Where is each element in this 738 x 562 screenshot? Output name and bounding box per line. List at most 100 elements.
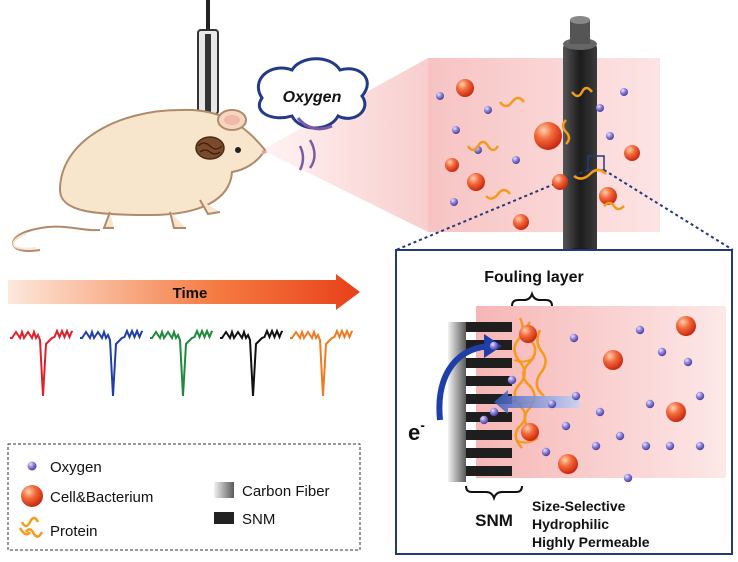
cell-sphere (445, 158, 459, 172)
cell-sphere (599, 187, 617, 205)
snm-bar (466, 358, 512, 368)
oxygen-dot (657, 347, 667, 357)
oxygen-dot (452, 126, 460, 134)
cell-sphere (456, 79, 474, 97)
oxygen-dot (645, 399, 655, 409)
snm-bar (466, 394, 512, 404)
cell-sphere (676, 316, 696, 336)
cell-sphere (603, 350, 623, 370)
time-arrow-label: Time (173, 285, 208, 302)
oxygen-trace-3 (150, 328, 213, 397)
oxygen-dot (450, 198, 458, 206)
snm-bar (466, 322, 512, 332)
snm-bar (466, 466, 512, 476)
time-arrow: Time (8, 274, 360, 310)
oxygen-dot (436, 92, 444, 100)
electron-label: e- (408, 417, 425, 445)
oxygen-dot (615, 431, 625, 441)
oxygen-trace-5 (290, 328, 353, 397)
cell-sphere (624, 145, 640, 161)
oxygen-dot (595, 407, 605, 417)
cell-sphere (521, 423, 539, 441)
zoom-connector-left (395, 169, 589, 251)
oxygen-dot (479, 415, 489, 425)
oxygen-dot (665, 441, 675, 451)
protein-strand (466, 140, 500, 152)
oxygen-traces (10, 328, 353, 397)
snm-bar (466, 448, 512, 458)
oxygen-dot (512, 156, 520, 164)
legend-label-protein: Protein (50, 523, 98, 540)
inset-panel: Fouling layer e- SNM Size-Selective Hydr… (395, 249, 733, 555)
snm-swatch-icon (214, 512, 234, 524)
protein-strand (561, 119, 571, 145)
legend-box: Oxygen Cell&Bacterium Protein Carbon Fib… (7, 443, 361, 551)
oxygen-cloud-label: Oxygen (283, 89, 342, 106)
protein-strand (499, 96, 525, 108)
cell-sphere (467, 173, 485, 191)
snm-bar (466, 430, 512, 440)
oxygen-trace-4 (220, 328, 283, 397)
carbon-fiber-swatch-icon (214, 482, 234, 498)
oxygen-dot (591, 441, 601, 451)
oxygen-dot (489, 341, 499, 351)
zoom-cone (262, 58, 428, 232)
protein-strand (485, 188, 511, 200)
legend-label-carbon-fiber: Carbon Fiber (242, 483, 330, 500)
oxygen-dot (561, 421, 571, 431)
oxygen-cloud: Oxygen (256, 57, 369, 171)
legend-label-cell: Cell&Bacterium (50, 489, 153, 506)
protein-strand (571, 86, 593, 98)
oxygen-dot (635, 325, 645, 335)
inset-carbon-fiber (448, 322, 466, 482)
oxygen-dot-icon (27, 461, 37, 471)
legend-label-oxygen: Oxygen (50, 459, 102, 476)
oxygen-dot (484, 106, 492, 114)
cell-sphere (513, 214, 529, 230)
fouling-layer-label: Fouling layer (484, 269, 584, 286)
protein-strand (603, 201, 625, 211)
cell-sphere (558, 454, 578, 474)
protein-strand (573, 168, 607, 180)
snm-brace (465, 485, 523, 502)
oxygen-dot (623, 473, 633, 483)
oxygen-trace-1 (10, 328, 73, 397)
oxygen-trace-2 (80, 328, 143, 397)
zoom-particles (436, 79, 640, 230)
zoom-connector-right (603, 169, 734, 251)
oxygen-dot (541, 447, 551, 457)
property-highly-permeable: Highly Permeable (532, 534, 650, 550)
oxygen-dot (569, 333, 579, 343)
cell-sphere (666, 402, 686, 422)
cell-sphere-icon (21, 485, 43, 507)
fouling-brace (511, 290, 553, 307)
oxygen-dot (507, 375, 517, 385)
property-size-selective: Size-Selective (532, 498, 626, 514)
snm-bracket-label: SNM (475, 511, 513, 530)
oxygen-dot (695, 441, 705, 451)
snm-bar (466, 412, 512, 422)
oxygen-dot (695, 391, 705, 401)
oxygen-dot (489, 407, 499, 417)
oxygen-dot (571, 391, 581, 401)
cell-sphere (552, 174, 568, 190)
oxygen-dot (683, 357, 693, 367)
brain-icon (195, 136, 225, 160)
oxygen-dot (606, 132, 614, 140)
cell-sphere (519, 325, 537, 343)
oxygen-dot (641, 441, 651, 451)
oxygen-diffusion-arrow (494, 390, 580, 414)
oxygen-dot (596, 104, 604, 112)
property-hydrophilic: Hydrophilic (532, 516, 609, 532)
inset-particles (479, 316, 705, 483)
implanted-electrode (197, 0, 219, 142)
rat-illustration (12, 108, 268, 252)
cell-sphere (534, 122, 562, 150)
oxygen-dot (620, 88, 628, 96)
oxygen-dot (547, 399, 557, 409)
snm-bar (466, 376, 512, 386)
protein-squiggle-icon (18, 516, 44, 538)
legend-label-snm: SNM (242, 511, 275, 528)
electron-transfer-arrow (436, 343, 489, 421)
